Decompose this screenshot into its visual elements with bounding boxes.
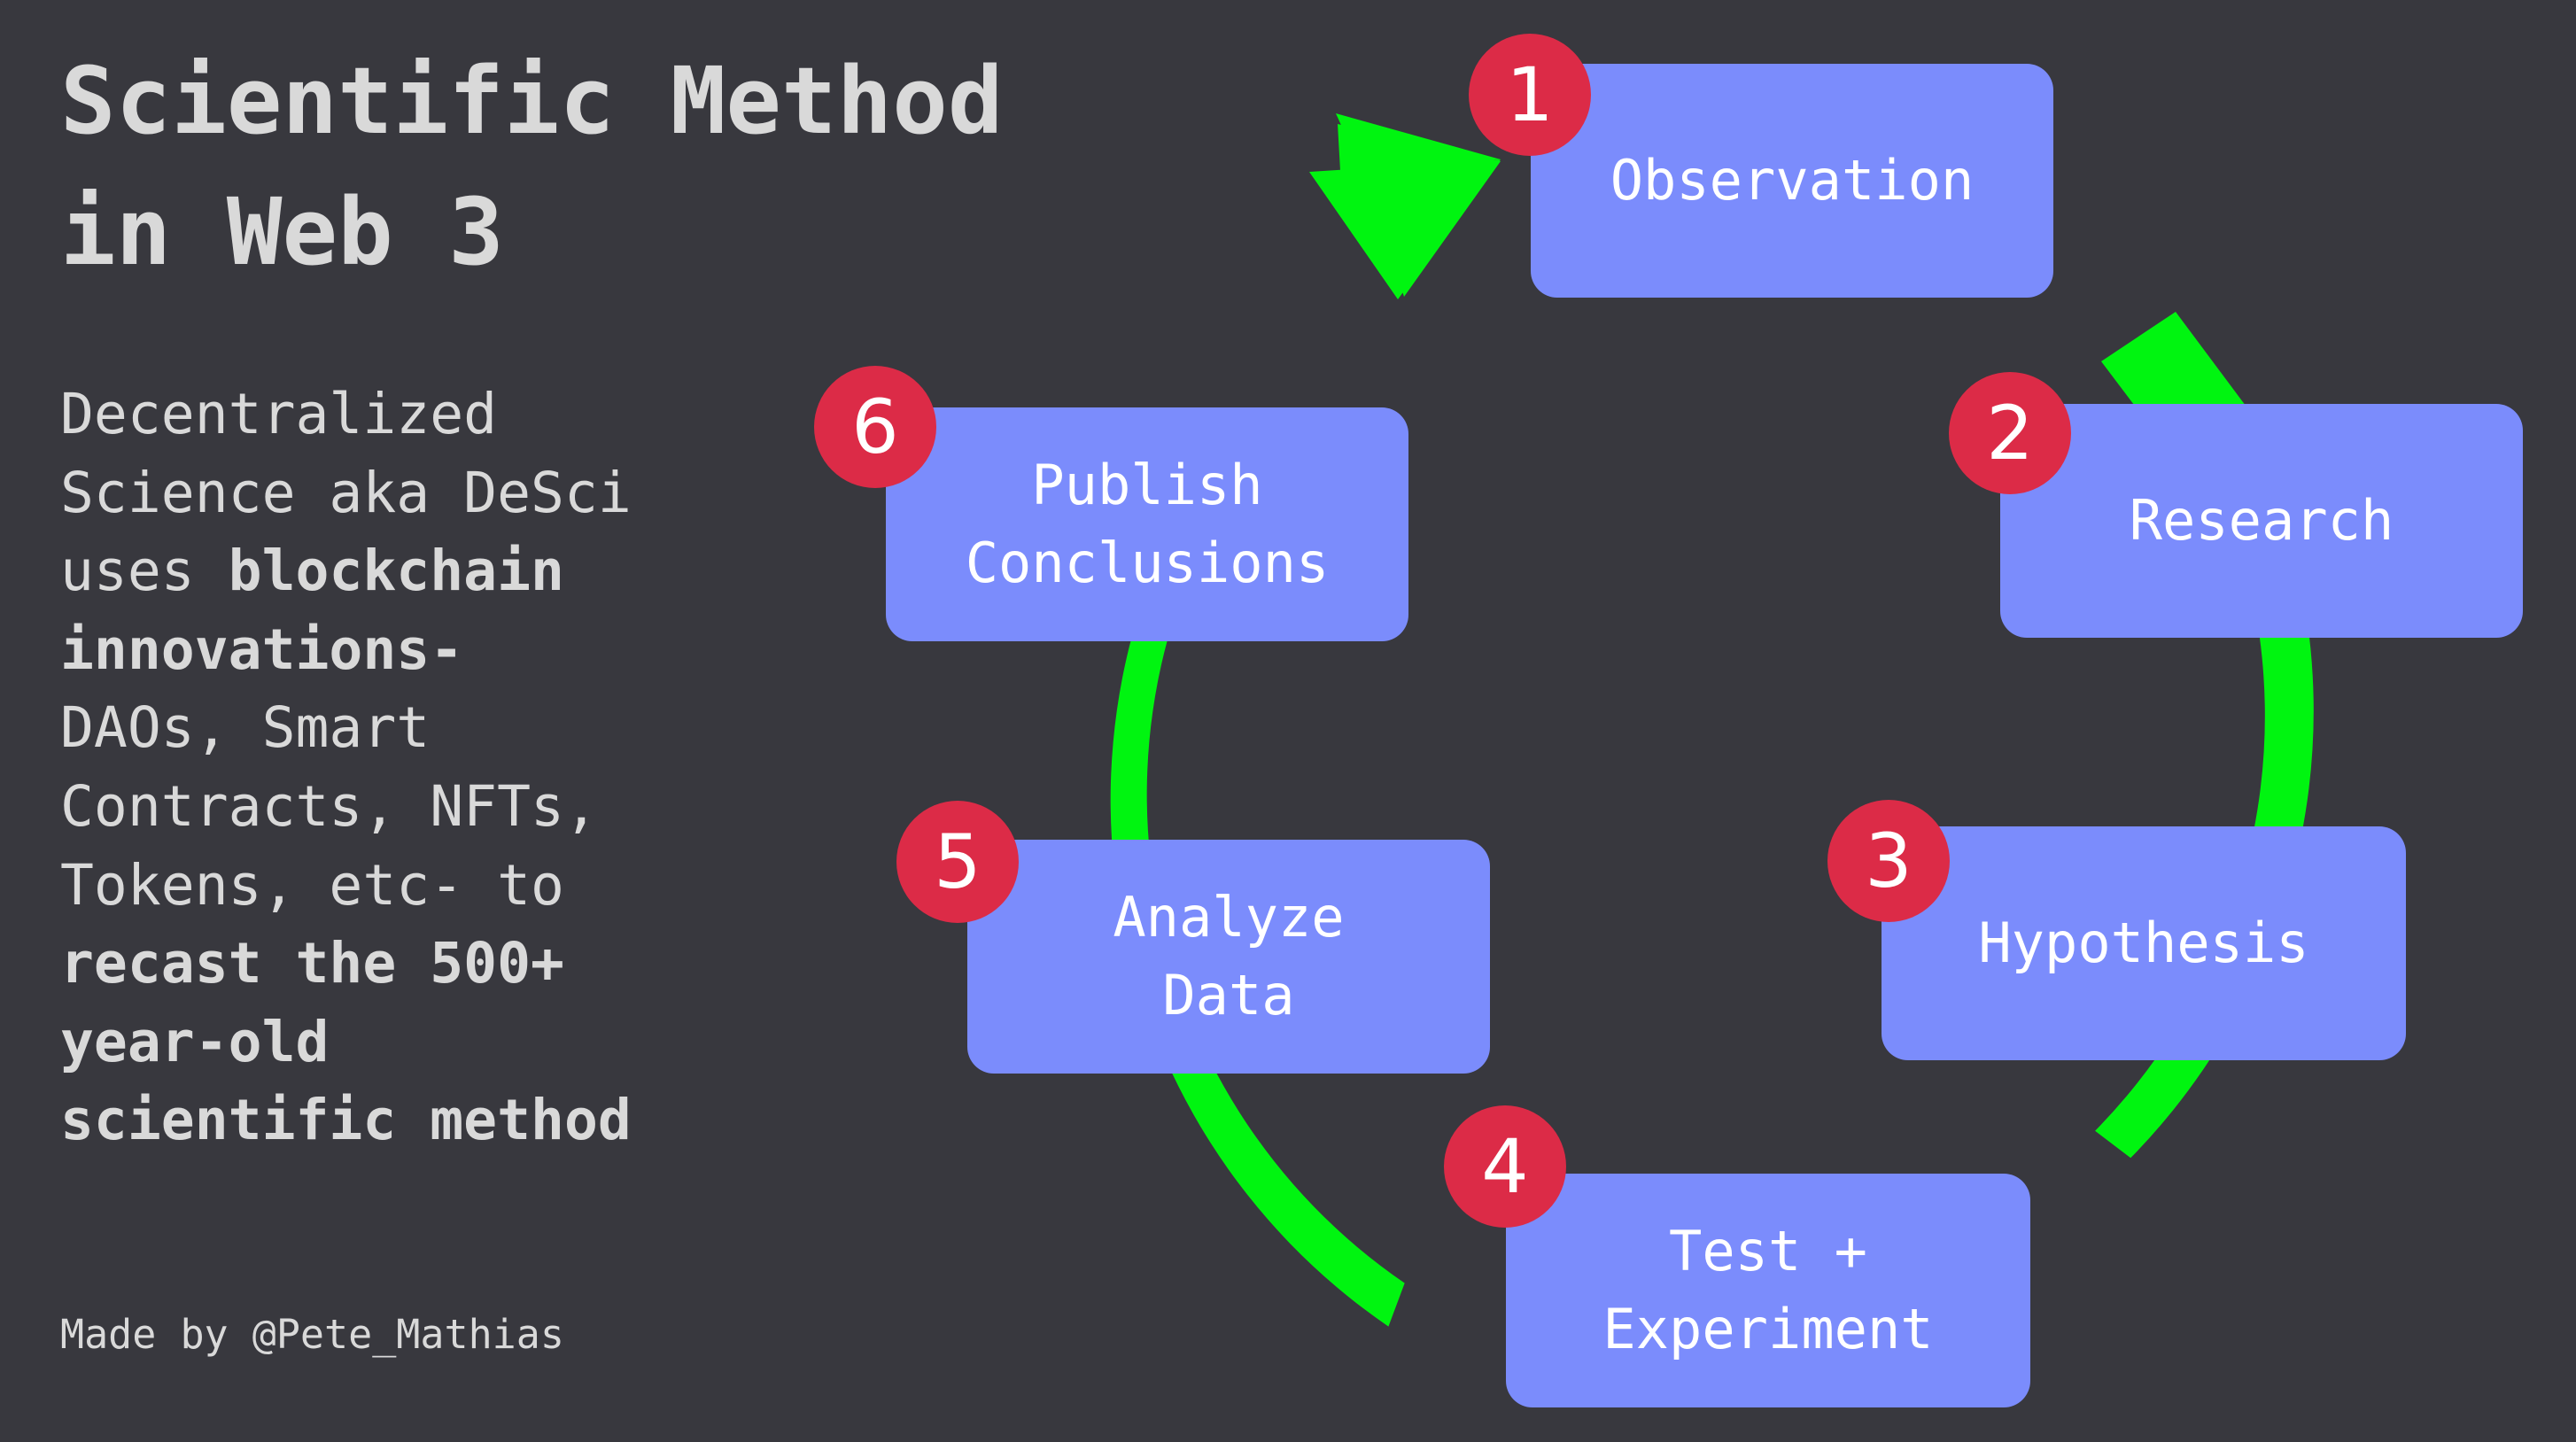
description-emphasis: year-old	[60, 1009, 330, 1074]
title-line-2: in Web 3	[60, 178, 504, 286]
step-publish-conclusions-box: Publish Conclusions	[886, 407, 1408, 641]
description-line: DAOs, Smart	[60, 695, 431, 761]
step-hypothesis-box: Hypothesis	[1882, 826, 2406, 1060]
step-number-badge: 5	[896, 801, 1019, 923]
description-line: Tokens, etc- to	[60, 852, 564, 918]
description-emphasis: scientific method	[60, 1088, 632, 1153]
description-line: uses blockchain	[60, 532, 787, 611]
description-line: innovations-	[60, 611, 787, 690]
cycle-ring	[1110, 415, 1405, 1327]
step-label: Analyze Data	[1113, 885, 1345, 1027]
description-emphasis: blockchain	[228, 539, 564, 604]
step-number-badge: 2	[1949, 372, 2071, 494]
step-number-badge: 1	[1469, 34, 1591, 156]
description: Decentralized Science aka DeSci uses blo…	[60, 376, 787, 1160]
description-line: Decentralized	[60, 382, 498, 446]
credit-text: Made by @Pete_Mathias	[60, 1311, 564, 1358]
step-label: Publish Conclusions	[965, 453, 1330, 595]
step-analyze-data-box: Analyze Data	[967, 840, 1490, 1074]
description-line: Contracts, NFTs,	[60, 773, 598, 839]
step-label: Research	[2129, 488, 2394, 553]
step-observation-box: Observation	[1531, 64, 2053, 298]
step-label: Hypothesis	[1978, 911, 2309, 975]
step-number-badge: 3	[1827, 800, 1950, 922]
step-number-badge: 4	[1444, 1105, 1566, 1228]
description-emphasis: innovations-	[60, 616, 464, 682]
title-line-1: Scientific Method	[60, 47, 1004, 155]
description-line: year-old	[60, 1004, 787, 1082]
description-text: uses	[60, 539, 229, 604]
step-research-box: Research	[2000, 404, 2523, 638]
description-line: recast the 500+	[60, 925, 787, 1004]
description-emphasis: recast the 500+	[60, 931, 564, 996]
step-label: Observation	[1610, 148, 1975, 213]
cycle-arrowhead-icon	[1338, 124, 1501, 297]
step-number-badge: 6	[814, 366, 936, 488]
description-line: Science aka DeSci	[60, 460, 632, 525]
step-test-experiment-box: Test + Experiment	[1506, 1174, 2030, 1407]
description-line: scientific method	[60, 1082, 787, 1160]
step-label: Test + Experiment	[1602, 1219, 1934, 1361]
page-title: Scientific Method in Web 3	[60, 35, 1212, 298]
